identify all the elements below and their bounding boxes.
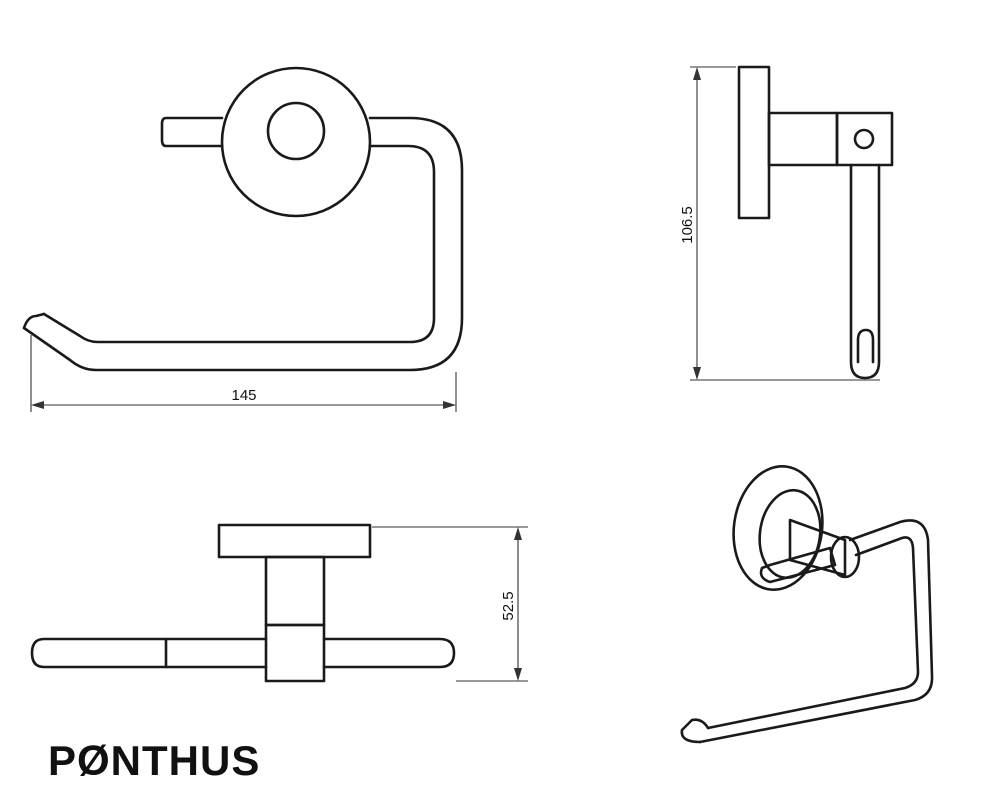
depth-label: 52.5: [500, 591, 517, 620]
dimension-depth: 52.5: [372, 526, 528, 682]
front-stub-bar: [160, 116, 224, 148]
side-bar-end: [856, 328, 875, 364]
top-bar-left: [30, 637, 268, 669]
top-bar-right: [322, 637, 456, 669]
width-label: 145: [231, 387, 256, 404]
front-bar-end-cap: [22, 312, 46, 330]
front-bar-outer: [22, 116, 464, 372]
side-vertical-bar: [849, 163, 881, 380]
dimension-height: 106.5: [679, 66, 880, 381]
iso-bar-end: [680, 718, 710, 744]
front-bar-inner: [42, 144, 436, 344]
iso-bar-inner: [706, 536, 920, 730]
side-hub-hole: [853, 128, 875, 150]
top-hub: [264, 623, 326, 683]
front-view: [22, 66, 464, 372]
side-view: [737, 65, 894, 380]
front-post: [266, 101, 326, 161]
iso-stub-bar: [759, 546, 837, 584]
isometric-view: [680, 464, 934, 744]
top-rosette-plate: [217, 523, 372, 559]
iso-post: [788, 518, 847, 577]
side-hub: [835, 111, 894, 167]
iso-rosette-outer: [732, 464, 824, 592]
height-label: 106.5: [679, 206, 696, 244]
top-post: [264, 555, 326, 627]
dimension-width: 145: [30, 335, 457, 412]
side-wall-plate: [737, 65, 771, 220]
side-post: [767, 111, 839, 167]
iso-hub: [829, 535, 861, 579]
front-rosette: [220, 66, 372, 218]
iso-bar-outer: [698, 519, 934, 744]
brand-logo: PØNTHUS: [48, 737, 260, 784]
top-view: [30, 523, 456, 683]
